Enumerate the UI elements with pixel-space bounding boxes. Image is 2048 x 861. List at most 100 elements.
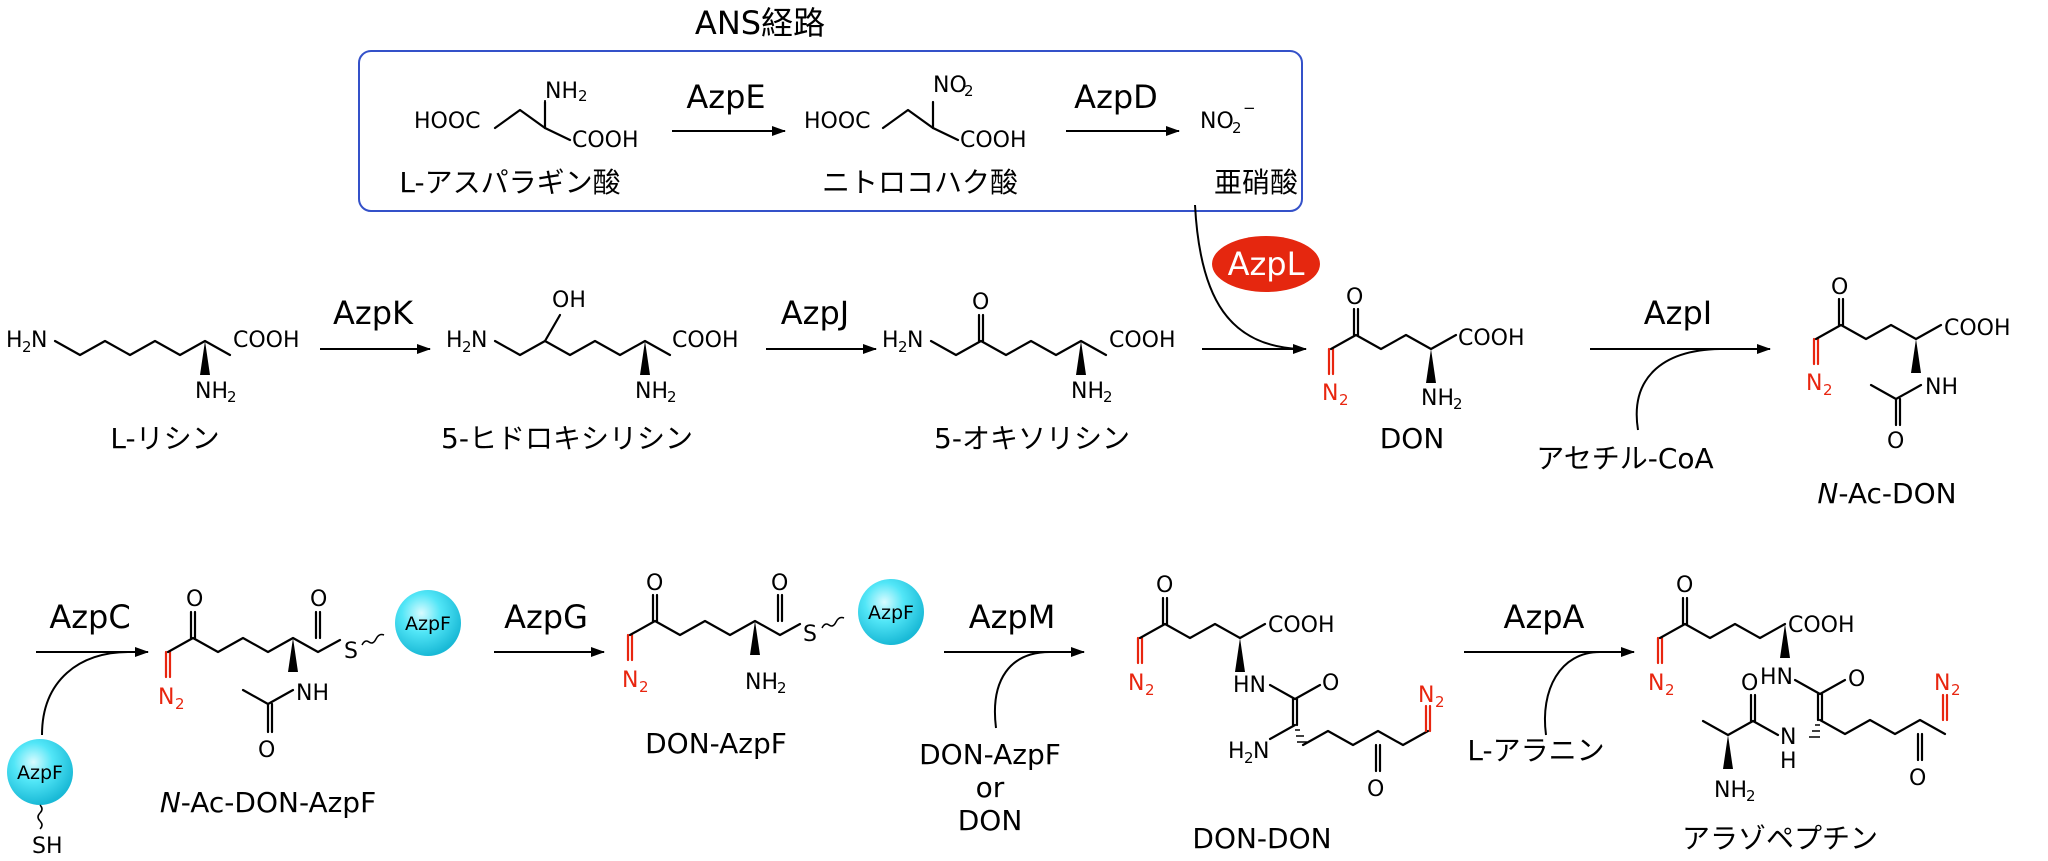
ans-pathway-title: ANS経路 (695, 4, 825, 42)
svg-text:O: O (972, 290, 989, 315)
svg-text:N: N (158, 685, 174, 710)
svg-text:N: N (1934, 671, 1950, 696)
enzyme-azpk: AzpK (333, 294, 414, 332)
enzyme-azpc: AzpC (49, 598, 130, 636)
n-ac-don-azpf-structure: O O S NH O N 2 AzpF (158, 587, 461, 763)
nitrosuccinate-structure: HOOC NO 2 COOH (804, 73, 1027, 153)
svg-text:HOOC: HOOC (804, 109, 871, 134)
svg-text:2: 2 (1746, 787, 1756, 805)
compound-don-azpf: DON-AzpF (645, 727, 787, 760)
svg-text:HN: HN (1760, 665, 1793, 690)
compound-don: DON (1380, 422, 1445, 455)
svg-text:H: H (882, 328, 899, 353)
svg-text:N: N (622, 668, 638, 693)
svg-text:O: O (646, 571, 663, 596)
svg-text:COOH: COOH (572, 128, 639, 153)
svg-text:NH: NH (195, 379, 228, 404)
svg-text:COOH: COOH (1788, 613, 1855, 638)
svg-text:2: 2 (777, 679, 787, 697)
svg-text:N: N (31, 328, 47, 353)
enzyme-azpd: AzpD (1074, 78, 1158, 116)
svg-text:NH: NH (296, 681, 329, 706)
svg-text:2: 2 (1103, 388, 1113, 406)
compound-don-don: DON-DON (1192, 822, 1331, 855)
svg-text:O: O (1831, 275, 1848, 300)
svg-text:2: 2 (639, 678, 649, 696)
cofactor-don: DON (958, 804, 1023, 837)
svg-text:2: 2 (1244, 749, 1254, 767)
svg-text:OH: OH (552, 288, 586, 313)
svg-text:2: 2 (175, 695, 185, 713)
svg-text:2: 2 (22, 338, 32, 356)
n-ac-don-structure: O NH O COOH N 2 (1806, 275, 2011, 454)
svg-text:2: 2 (1665, 681, 1675, 699)
svg-text:−: − (1243, 99, 1256, 117)
svg-text:O: O (1887, 429, 1904, 454)
svg-text:N: N (1128, 671, 1144, 696)
hydroxylysine-structure: H 2 N OH NH 2 COOH (446, 288, 739, 406)
cofactor-don-azpf: DON-AzpF (919, 738, 1061, 771)
svg-text:2: 2 (1951, 681, 1961, 699)
svg-text:NH: NH (545, 79, 578, 104)
svg-text:O: O (1909, 766, 1926, 791)
svg-text:O: O (771, 571, 788, 596)
svg-text:O: O (1848, 667, 1865, 692)
svg-text:HN: HN (1233, 673, 1266, 698)
svg-text:N-Ac-DON: N-Ac-DON (1817, 477, 1956, 510)
svg-text:N: N (1322, 381, 1338, 406)
asp-structure: HOOC NH 2 COOH (414, 79, 639, 153)
compound-5-hydroxylysine: 5-ヒドロキシリシン (441, 422, 693, 455)
svg-text:AzpF: AzpF (17, 762, 63, 784)
svg-text:2: 2 (1453, 395, 1463, 413)
svg-text:N: N (1648, 671, 1664, 696)
arrow-don-in (994, 651, 1051, 729)
svg-text:S: S (344, 639, 358, 664)
svg-text:COOH: COOH (1944, 316, 2011, 341)
compound-nitrite: 亜硝酸 (1214, 166, 1298, 199)
svg-text:2: 2 (1823, 381, 1833, 399)
don-structure: O NH 2 COOH N 2 (1322, 285, 1525, 413)
svg-text:O: O (1322, 671, 1339, 696)
svg-text:O: O (1676, 573, 1693, 598)
svg-text:2: 2 (1435, 693, 1445, 711)
don-azpf-structure: O O S NH 2 N 2 AzpF (622, 571, 924, 697)
compound-asp: L-アスパラギン酸 (399, 166, 620, 199)
azpl-badge (1212, 236, 1320, 292)
svg-text:O: O (258, 738, 275, 763)
compound-n-ac-don: N-Ac-DON (1817, 477, 1956, 510)
cofactor-alanine: L-アラニン (1467, 734, 1604, 767)
compound-5-oxolysine: 5-オキソリシン (934, 422, 1130, 455)
svg-text:COOH: COOH (1109, 328, 1176, 353)
svg-text:NH: NH (745, 670, 778, 695)
svg-text:N: N (907, 328, 923, 353)
svg-text:COOH: COOH (960, 128, 1027, 153)
svg-text:O: O (310, 587, 327, 612)
svg-text:H: H (6, 328, 23, 353)
svg-text:COOH: COOH (1268, 613, 1335, 638)
enzyme-azpg: AzpG (504, 598, 588, 636)
svg-text:S: S (803, 622, 817, 647)
svg-text:NH: NH (1421, 386, 1454, 411)
enzyme-azpj: AzpJ (781, 294, 849, 332)
arrow-nitrite-to-azpl (1194, 204, 1301, 350)
svg-text:NO: NO (1200, 109, 1234, 134)
don-don-structure: O COOH HN O H 2 N O N 2 N 2 (1128, 573, 1445, 802)
compound-nitrosuccinate: ニトロコハク酸 (822, 166, 1018, 199)
svg-text:N: N (1780, 725, 1796, 750)
svg-text:AzpF: AzpF (405, 613, 451, 635)
enzyme-azpm: AzpM (969, 598, 1056, 636)
alazopeptin-structure: O COOH HN O N H O NH 2 O N 2 N 2 (1648, 573, 1961, 805)
enzyme-azpi: AzpI (1644, 294, 1712, 332)
svg-text:AzpF: AzpF (868, 602, 914, 624)
cofactor-acetyl-coa: アセチル-CoA (1536, 442, 1713, 475)
enzyme-azpe: AzpE (686, 78, 765, 116)
svg-text:COOH: COOH (672, 328, 739, 353)
compound-alazopeptin: アラゾペプチン (1682, 822, 1878, 855)
svg-text:NH: NH (635, 379, 668, 404)
enzyme-azpl: AzpL (1228, 245, 1305, 283)
svg-text:HOOC: HOOC (414, 109, 481, 134)
svg-text:2: 2 (1339, 391, 1349, 409)
svg-text:NH: NH (1925, 375, 1958, 400)
svg-text:2: 2 (462, 338, 472, 356)
svg-text:2: 2 (964, 82, 974, 100)
